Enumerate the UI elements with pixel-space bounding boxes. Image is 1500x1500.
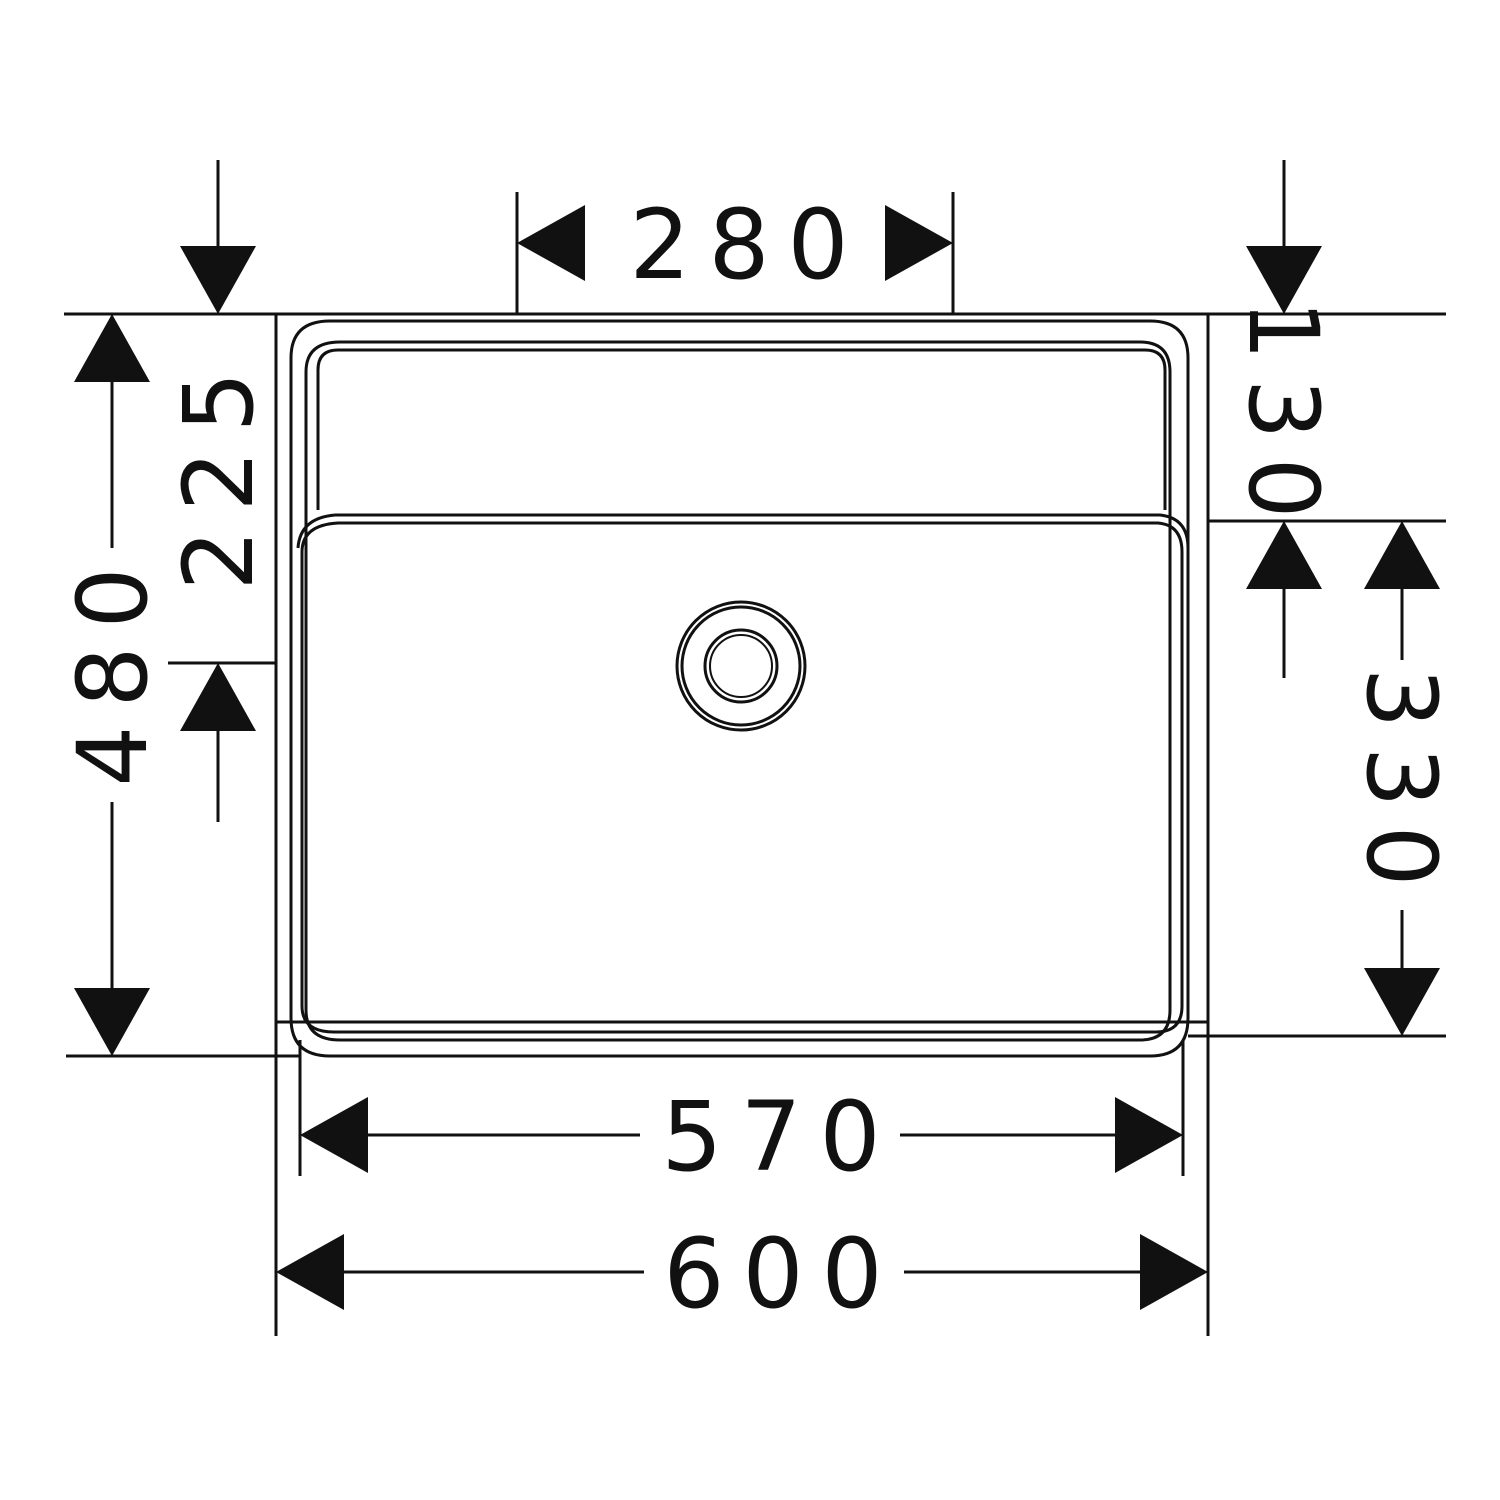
- drain-inner: [703, 628, 779, 704]
- dim-130-arrow-top: [1246, 246, 1322, 314]
- basin-rim-inner: [304, 340, 1172, 1042]
- dim-570: 570: [300, 1081, 1183, 1193]
- dim-280-label: 280: [629, 189, 866, 301]
- basin-outer-edge: [274, 312, 1210, 1024]
- basin-bowl: [296, 513, 1190, 549]
- dim-280: 280: [517, 189, 953, 301]
- dim-225-arrow-top: [180, 246, 256, 314]
- dim-480-label: 480: [57, 549, 169, 786]
- dim-225-label: 225: [163, 353, 275, 590]
- dim-600: 600: [276, 1218, 1208, 1330]
- basin-outline: [274, 312, 1210, 1058]
- dim-280-arrow-right: [885, 205, 953, 281]
- dim-570-arrow-right: [1115, 1097, 1183, 1173]
- dim-225: 225: [163, 160, 275, 822]
- dim-330-arrow-bottom: [1364, 968, 1440, 1036]
- dim-480: 480: [57, 314, 169, 1056]
- dim-330-label: 330: [1345, 667, 1457, 904]
- dim-130: 130: [1227, 160, 1339, 678]
- dim-570-label: 570: [661, 1081, 898, 1193]
- dim-280-arrow-left: [517, 205, 585, 281]
- dim-600-arrow-left: [276, 1234, 344, 1310]
- dim-130-label: 130: [1227, 299, 1339, 536]
- dim-330: 330: [1345, 521, 1457, 1036]
- dim-600-label: 600: [663, 1218, 900, 1330]
- dim-600-arrow-right: [1140, 1234, 1208, 1310]
- dim-330-arrow-top: [1364, 521, 1440, 589]
- dim-570-arrow-left: [300, 1097, 368, 1173]
- dim-130-arrow-bottom: [1246, 521, 1322, 589]
- drain-outer: [675, 600, 807, 732]
- drain-mid: [680, 605, 802, 727]
- rear-deck: [316, 348, 1167, 510]
- basin-rim: [289, 319, 1190, 1058]
- drain-core: [709, 634, 773, 698]
- extension-lines: [64, 192, 1446, 1336]
- dim-480-arrow-bottom: [74, 988, 150, 1056]
- basin-bowl-inner: [300, 521, 1184, 1034]
- dim-225-arrow-bottom: [180, 663, 256, 731]
- dim-480-arrow-top: [74, 314, 150, 382]
